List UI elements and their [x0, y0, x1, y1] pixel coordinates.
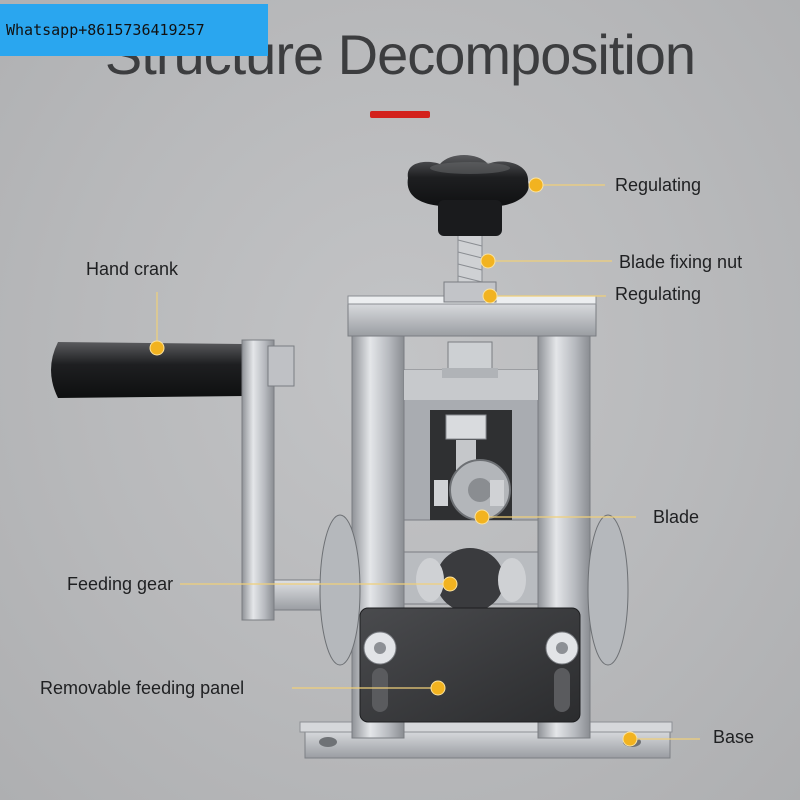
label-blade: Blade	[653, 507, 700, 527]
callout-dot-feeding-panel	[430, 680, 446, 696]
label-hand-crank: Hand crank	[86, 259, 179, 279]
callout-dot-blade-fixing-nut	[480, 253, 496, 269]
callout-dot-base	[622, 731, 638, 747]
callout-dot-regulating-mid	[482, 288, 498, 304]
callout-dot-feeding-gear	[442, 576, 458, 592]
side-wheels	[319, 514, 629, 666]
label-base: Base	[713, 727, 755, 747]
regulating-knob	[407, 155, 529, 236]
feeding-panel	[359, 607, 581, 723]
label-regulating-top: Regulating	[615, 175, 702, 195]
callout-dot-regulating-top	[528, 177, 544, 193]
label-regulating-mid: Regulating	[615, 284, 702, 304]
callout-dot-hand-crank	[149, 340, 165, 356]
title-underline-accent	[370, 111, 430, 118]
label-removable-feeding-panel: Removable feeding panel	[40, 678, 245, 698]
callout-dot-blade	[474, 509, 490, 525]
label-blade-fixing-nut: Blade fixing nut	[619, 252, 743, 272]
blade-block	[403, 369, 539, 521]
label-feeding-gear: Feeding gear	[67, 574, 174, 594]
hand-crank	[51, 339, 335, 621]
callout-lines	[156, 184, 700, 740]
watermark-banner: Whatsapp+8615736419257	[0, 4, 268, 56]
